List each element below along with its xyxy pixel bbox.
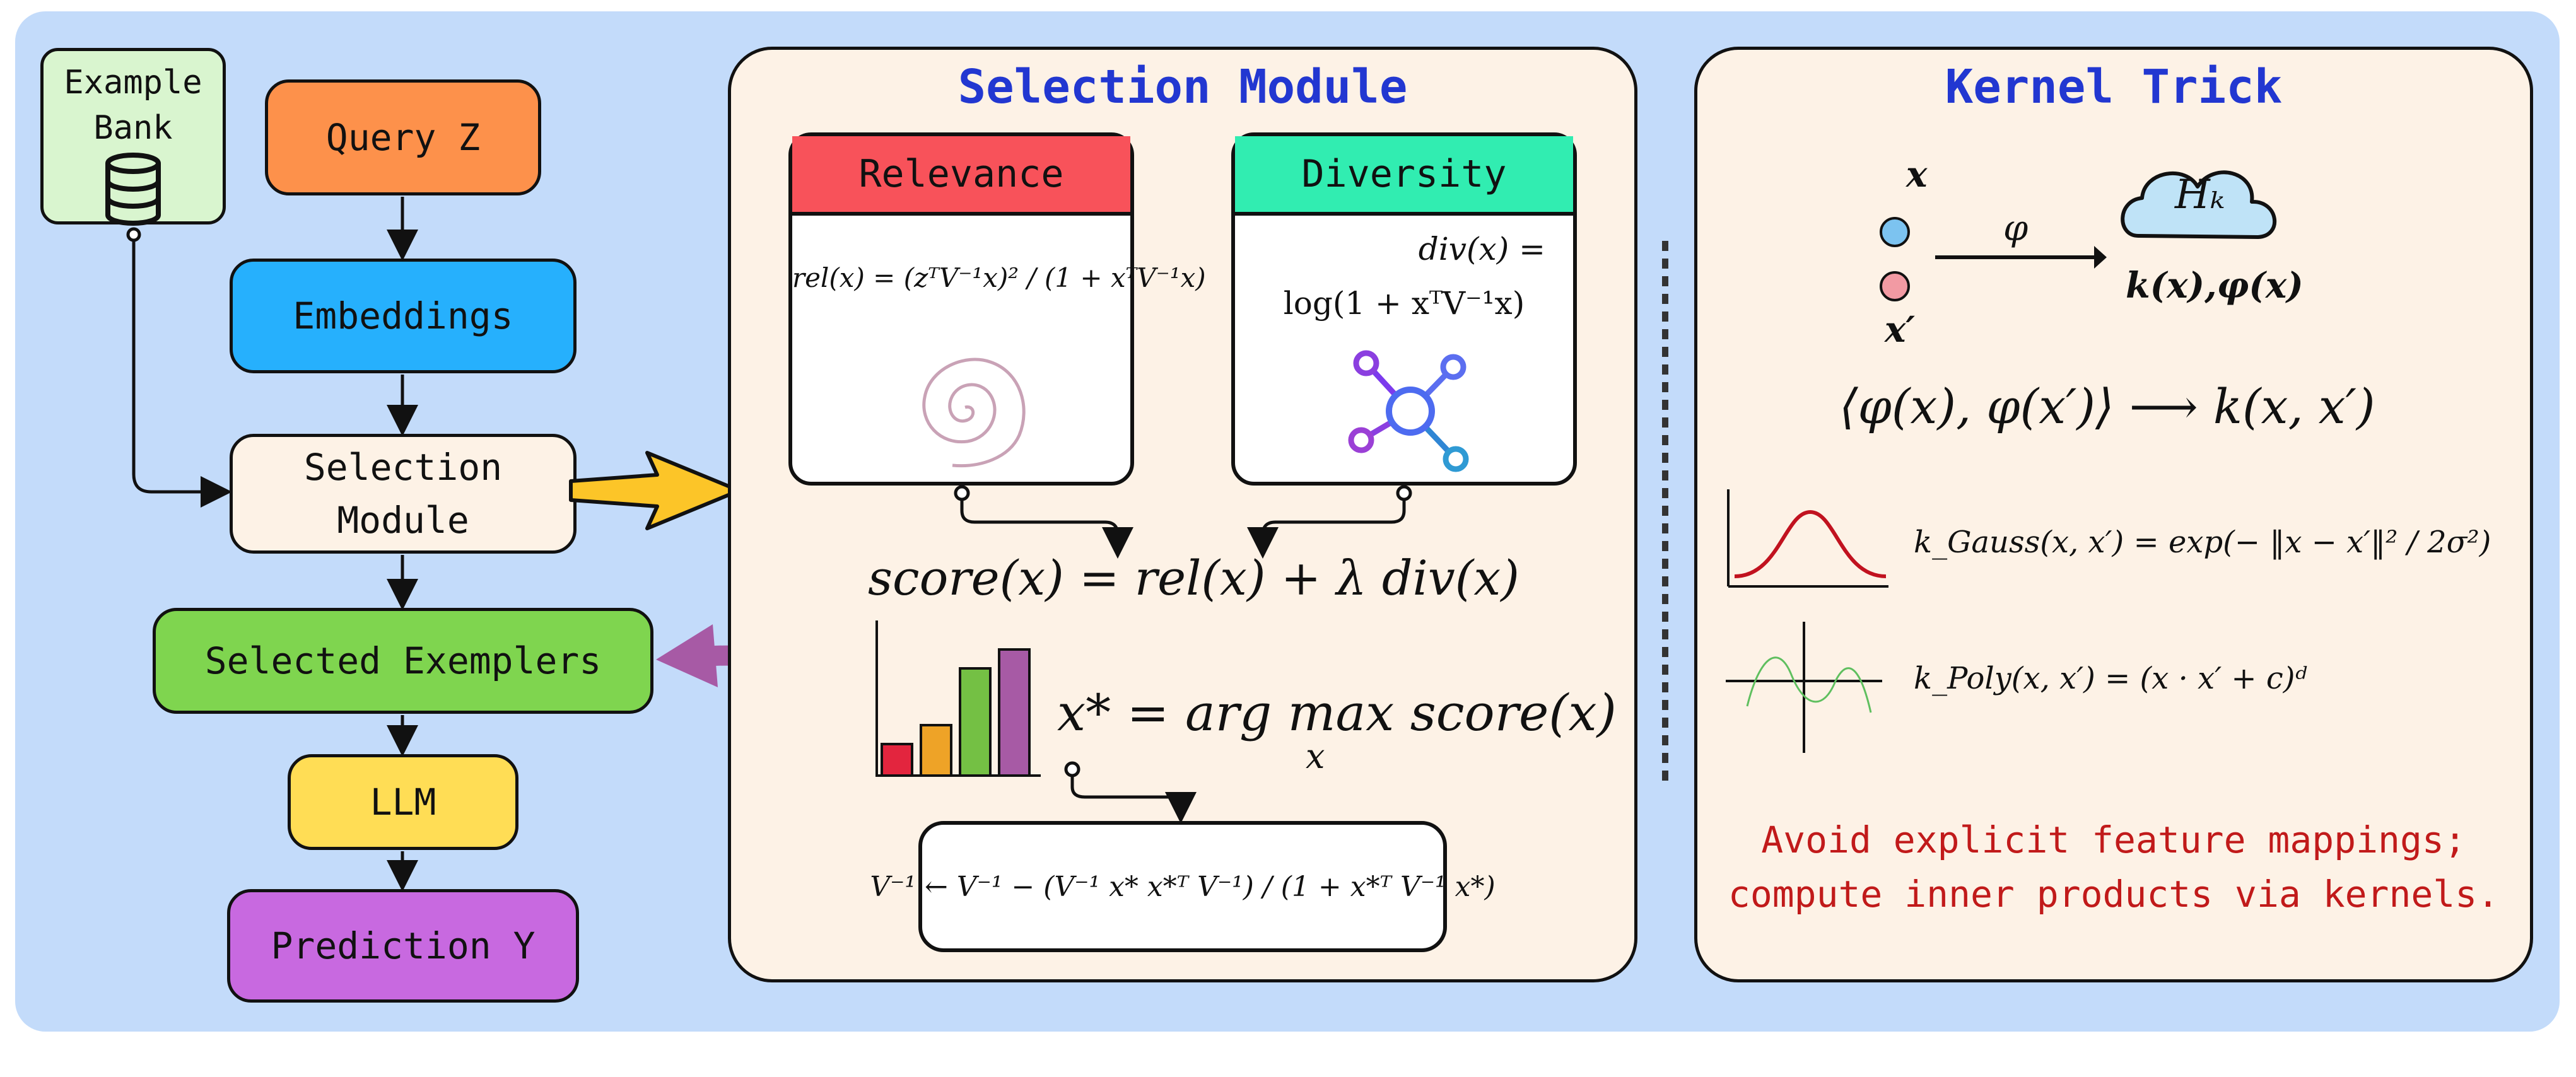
relevance-header: Relevance [792,136,1130,216]
bar-4 [998,648,1031,777]
polynomial-plot-icon [1726,622,1882,753]
poly-formula: k_Poly(x, x′) = (x · x′ + c)ᵈ [1914,661,2307,696]
x-label: x [1906,154,1928,195]
xprime-label: x′ [1885,309,1916,351]
query-node: Query Z [265,79,541,195]
example-bank-node: Example Bank [40,48,226,226]
kernel-mapping-label: k(x),φ(x) [2126,265,2304,306]
phi-label: φ [2003,208,2029,249]
query-label: Query Z [325,116,481,159]
relevance-label: Relevance [858,152,1064,196]
diversity-formula-line1: div(x) = [1418,231,1545,267]
feature-mapping-diagram [1880,170,2277,301]
selected-exemplers-node: Selected Exemplers [153,608,653,714]
gauss-formula: k_Gauss(x, x′) = exp(− ‖x − x′‖² / 2σ²) [1914,525,2491,560]
selected-exemplers-label: Selected Exemplers [204,639,602,682]
network-icon [1348,350,1469,472]
update-rule-box: V⁻¹ ← V⁻¹ − (V⁻¹ x* x*ᵀ V⁻¹) / (1 + x*ᵀ … [870,821,1496,952]
kernel-note-line2: compute inner products via kernels. [1728,873,2500,916]
relevance-card: Relevance rel(x) = (zᵀV⁻¹x)² / (1 + xᵀV⁻… [788,132,1206,486]
prediction-node: Prediction Y [227,889,579,1003]
selection-panel-title: Selection Module [957,60,1408,114]
prediction-label: Prediction Y [271,924,536,967]
diversity-card: Diversity div(x) = log(1 + xᵀV⁻¹x) [1231,132,1577,486]
selection-module-node: Selection Module [230,434,577,554]
argmax-subscript: x [1306,736,1325,776]
llm-node: LLM [288,754,518,850]
argmax-formula: x* = arg max score(x) [1057,684,1617,742]
embeddings-label: Embeddings [293,294,513,337]
hk-label: Hₖ [2175,172,2225,218]
spiral-icon [922,358,1026,468]
example-bank-label: Example Bank [64,64,202,147]
score-bar-chart [875,620,1041,777]
relevance-formula: rel(x) = (zᵀV⁻¹x)² / (1 + xᵀV⁻¹x) [792,262,1206,293]
bar-3 [959,667,992,777]
selection-module-label: Selection Module [303,446,503,542]
diversity-formula-line2: log(1 + xᵀV⁻¹x) [1283,285,1525,322]
gaussian-plot-icon [1727,489,1888,588]
llm-label: LLM [370,781,436,824]
update-formula: V⁻¹ ← V⁻¹ − (V⁻¹ x* x*ᵀ V⁻¹) / (1 + x*ᵀ … [870,870,1496,903]
embeddings-node: Embeddings [230,259,577,373]
point-x [1880,217,1910,247]
database-icon [105,153,161,226]
bar-1 [881,743,913,777]
score-formula: score(x) = rel(x) + λ div(x) [868,550,1519,606]
kernel-panel-title: Kernel Trick [1945,60,2283,114]
kernel-note-line1: Avoid explicit feature mappings; [1761,818,2466,861]
point-xprime [1880,271,1910,301]
inner-product-formula: ⟨φ(x), φ(x′)⟩ ⟶ k(x, x′) [1839,378,2375,434]
diversity-label: Diversity [1301,152,1507,196]
kernel-trick-panel: Kernel Trick [1694,47,2533,982]
hk-cloud [2121,170,2277,239]
bar-2 [920,724,952,777]
diversity-header: Diversity [1235,136,1573,216]
